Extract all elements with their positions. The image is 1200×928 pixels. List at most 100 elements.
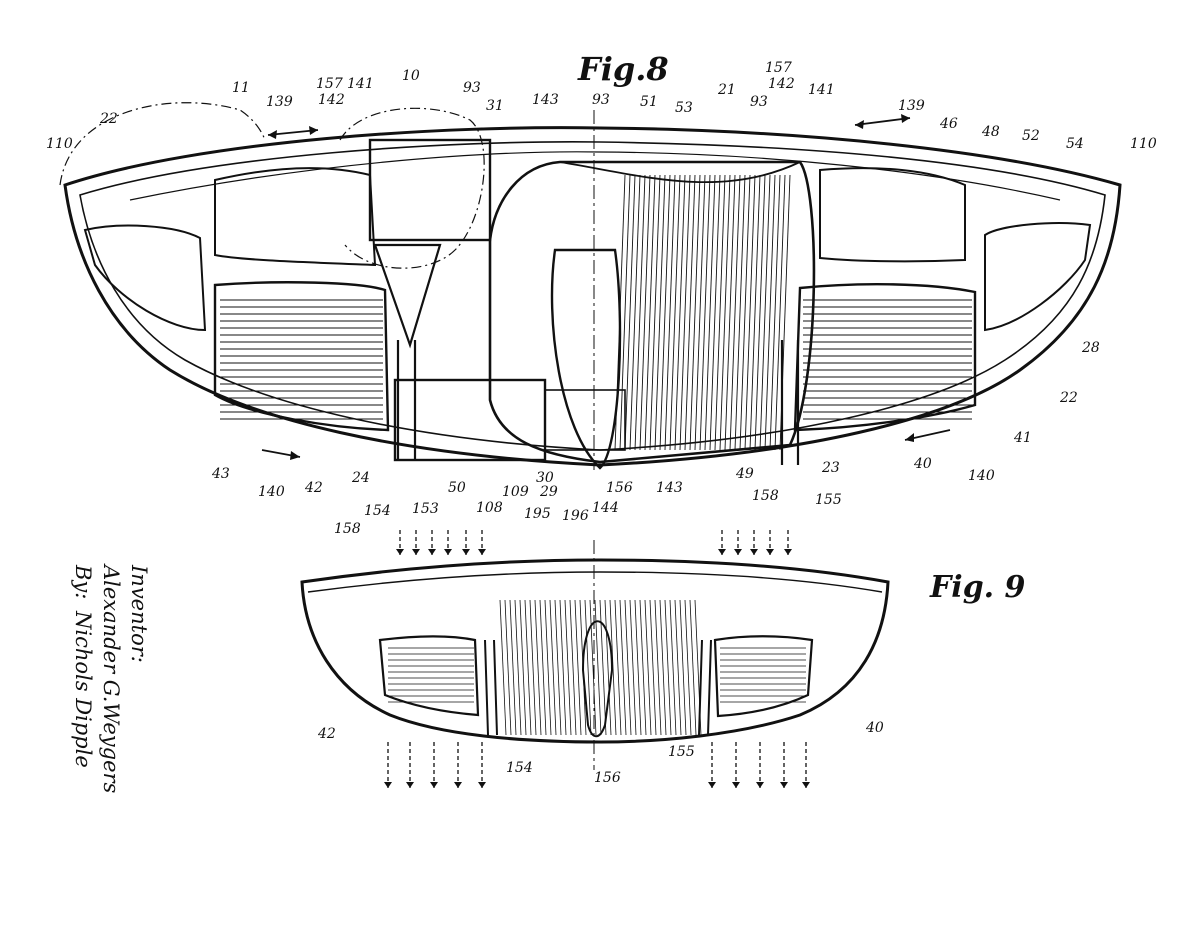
hatch-line xyxy=(639,174,651,451)
airflow-arrow xyxy=(478,742,486,788)
fig8-hull-drawing xyxy=(59,102,1122,470)
airflow-arrow xyxy=(454,742,462,788)
fig8-label: 43 xyxy=(211,466,230,482)
hatch-line xyxy=(614,174,626,451)
airflow-arrow xyxy=(750,530,758,555)
fig8-label: 40 xyxy=(913,456,932,472)
hatch-line xyxy=(629,599,637,736)
hatch-line xyxy=(499,599,507,736)
hatch-line xyxy=(639,599,647,736)
hatch-line xyxy=(634,174,646,451)
hatch-line xyxy=(624,174,636,451)
fig8-label: 142 xyxy=(768,76,795,92)
hatch-line xyxy=(709,174,721,451)
fig9-reference-numerals: 42 154 156 155 40 xyxy=(317,720,884,786)
fig8-label: 42 xyxy=(304,480,323,496)
hatch-line xyxy=(694,599,702,736)
hatch-line xyxy=(619,174,631,451)
fig8-hatching xyxy=(220,174,972,451)
hatch-line xyxy=(664,599,672,736)
fig8-label: 28 xyxy=(1081,340,1100,356)
fig8-reference-numerals: 11 22 110 139 157 141 142 10 93 31 143 9… xyxy=(46,60,1157,537)
hatch-line xyxy=(604,599,612,736)
hatch-line xyxy=(694,174,706,451)
fig8-label: 196 xyxy=(562,508,589,524)
fig9-hull-drawing xyxy=(300,540,890,770)
hatch-line xyxy=(584,599,592,736)
inventor-block: Inventor: Alexander G.Weygers By: Nichol… xyxy=(71,563,151,794)
fig9-label: 40 xyxy=(865,720,884,736)
airflow-arrow xyxy=(708,742,716,788)
airflow-arrow xyxy=(756,742,764,788)
fig8-label: 23 xyxy=(821,460,840,476)
fig8-label: 195 xyxy=(524,506,551,522)
fig8-label: 153 xyxy=(412,501,439,517)
hatch-line xyxy=(514,599,522,736)
hatch-line xyxy=(549,599,557,736)
airflow-arrow xyxy=(780,742,788,788)
attorney-signature: Nichols Dipple xyxy=(71,610,95,768)
fig8-label: 22 xyxy=(1059,390,1078,406)
hatch-line xyxy=(749,174,761,451)
fig8-label: 156 xyxy=(606,480,633,496)
hatch-line xyxy=(544,599,552,736)
hatch-line xyxy=(574,599,582,736)
fig8-label: 140 xyxy=(258,484,285,500)
fig8-label: 157 xyxy=(765,60,792,76)
fig8-label: 158 xyxy=(334,521,361,537)
fig8-label: 144 xyxy=(592,500,619,516)
airflow-arrow xyxy=(766,530,774,555)
fig8-label: 141 xyxy=(808,82,835,98)
attorney-by: By: xyxy=(71,564,95,599)
hatch-line xyxy=(539,599,547,736)
airflow-arrow xyxy=(396,530,404,555)
fig8-label: 53 xyxy=(675,100,693,116)
hatch-line xyxy=(664,174,676,451)
airflow-arrow xyxy=(784,530,792,555)
inventor-label: Inventor: xyxy=(127,564,151,663)
hatch-line xyxy=(689,599,697,736)
airflow-arrow xyxy=(478,530,486,555)
airflow-arrow xyxy=(384,742,392,788)
hatch-line xyxy=(619,599,627,736)
fig8-label: 46 xyxy=(939,116,958,132)
airflow-arrow xyxy=(428,530,436,555)
fig8-label: 110 xyxy=(1130,136,1157,152)
fig8-label: 10 xyxy=(402,68,420,84)
hatch-line xyxy=(589,599,597,736)
hatch-line xyxy=(509,599,517,736)
hatch-line xyxy=(754,174,766,451)
fig8-label: 110 xyxy=(46,136,73,152)
inventor-name: Alexander G.Weygers xyxy=(99,563,123,794)
fig8-label: 11 xyxy=(232,80,250,96)
fig8-label: 50 xyxy=(448,480,466,496)
hatch-line xyxy=(719,174,731,451)
fig8-label: 139 xyxy=(266,94,293,110)
hatch-line xyxy=(644,174,656,451)
fig8-label: 158 xyxy=(752,488,779,504)
hatch-line xyxy=(629,174,641,451)
hatch-line xyxy=(529,599,537,736)
fig8-label: 143 xyxy=(656,480,683,496)
fig9-hatching xyxy=(388,599,806,736)
hatch-line xyxy=(579,599,587,736)
airflow-arrow xyxy=(734,530,742,555)
hatch-line xyxy=(634,599,642,736)
fig8-label: 93 xyxy=(463,80,481,96)
hatch-line xyxy=(649,174,661,451)
hatch-line xyxy=(599,599,607,736)
hatch-line xyxy=(739,174,751,451)
fig8-label: 155 xyxy=(815,492,842,508)
fig8-label: 139 xyxy=(898,98,925,114)
hatch-line xyxy=(684,174,696,451)
fig8-label: 22 xyxy=(99,111,118,127)
hatch-line xyxy=(744,174,756,451)
hatch-line xyxy=(734,174,746,451)
hatch-line xyxy=(609,599,617,736)
hatch-line xyxy=(594,599,602,736)
fig9-label: 42 xyxy=(317,726,336,742)
hatch-line xyxy=(674,174,686,451)
fig9-label: 156 xyxy=(594,770,621,786)
hatch-line xyxy=(564,599,572,736)
airflow-arrow xyxy=(802,742,810,788)
